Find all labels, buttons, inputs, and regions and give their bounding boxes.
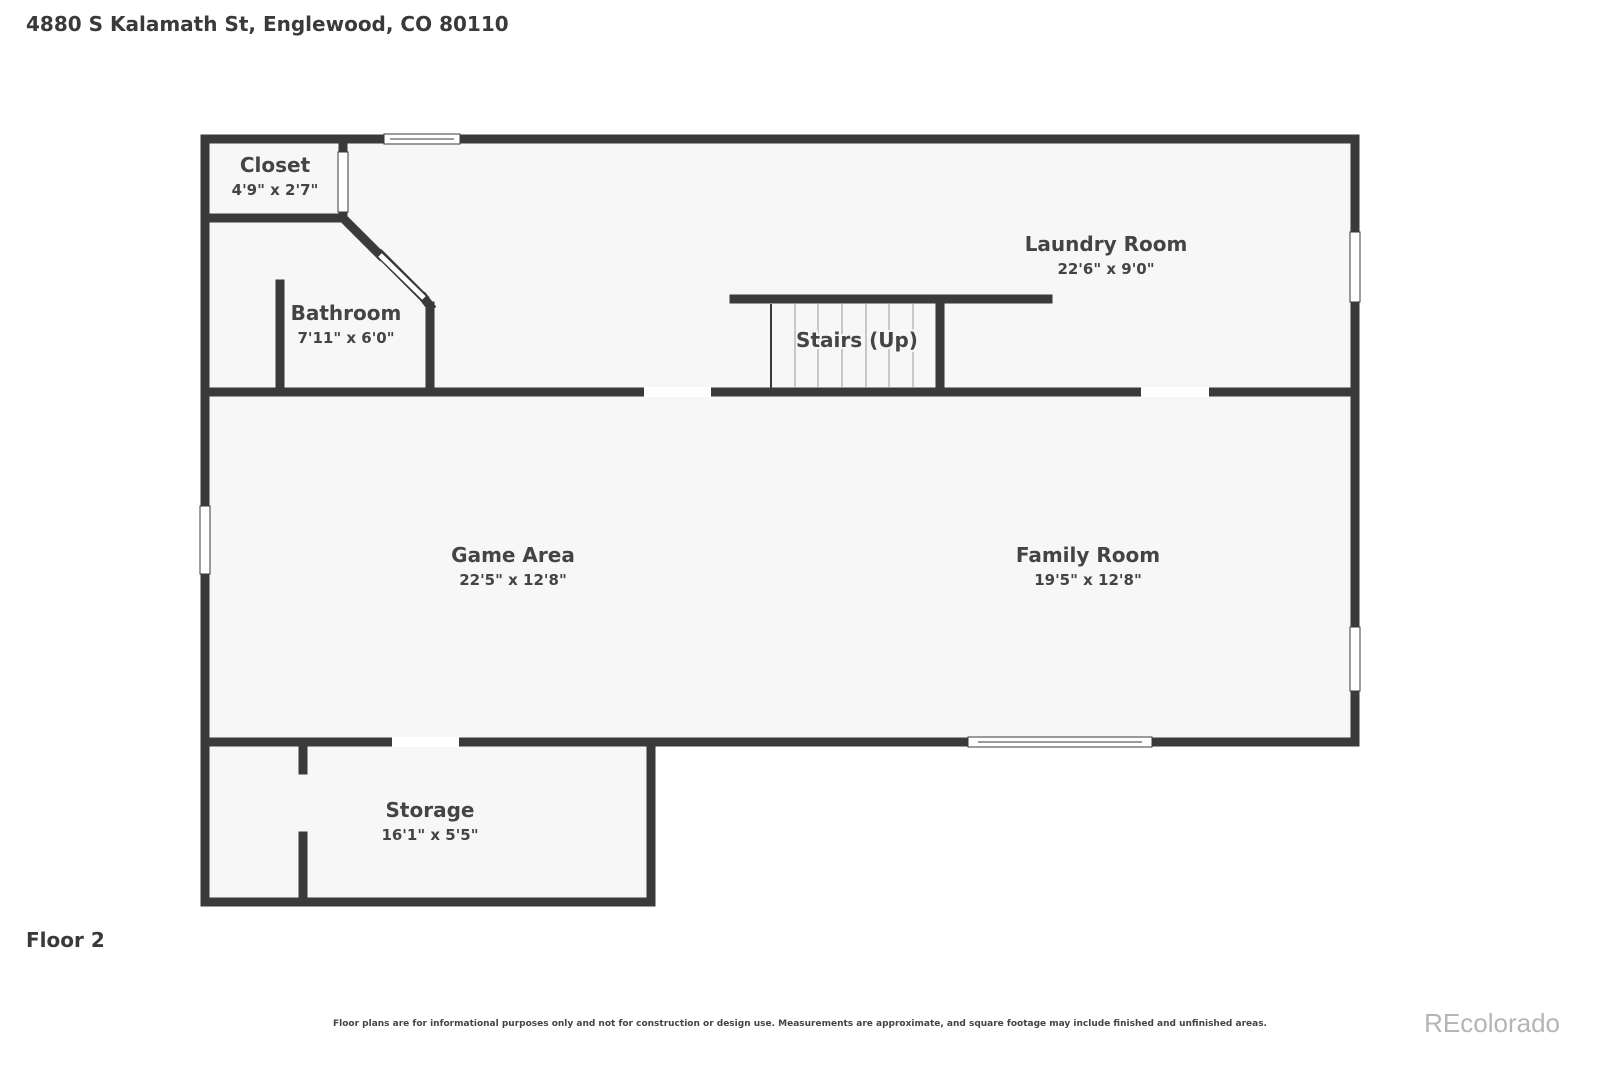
doorway-game-area [644,387,711,397]
room-name: Laundry Room [1025,232,1188,256]
room-stairs: Stairs (Up) [794,326,920,354]
room-name: Storage [386,798,475,822]
doorway-storage [392,737,459,747]
room-closet: Closet 4'9" x 2'7" [232,153,319,199]
openings [199,133,1361,748]
watermark-logo: REcolorado [1424,1008,1560,1038]
room-dims: 4'9" x 2'7" [232,181,319,199]
room-dims: 16'1" x 5'5" [381,826,478,844]
doorway-family-room [1141,387,1209,397]
room-family: Family Room 19'5" x 12'8" [1016,543,1160,589]
room-name: Bathroom [291,301,402,325]
room-dims: 22'5" x 12'8" [459,571,567,589]
disclaimer: Floor plans are for informational purpos… [333,1019,1267,1029]
floor-label: Floor 2 [26,928,105,952]
window-right-lower [1349,626,1361,692]
room-name: Family Room [1016,543,1160,567]
floor-fill [205,139,1355,902]
room-laundry: Laundry Room 22'6" x 9'0" [1025,232,1188,278]
property-address: 4880 S Kalamath St, Englewood, CO 80110 [26,12,509,36]
room-name: Stairs (Up) [796,328,918,352]
room-storage: Storage 16'1" x 5'5" [381,798,478,844]
window-left [199,505,211,575]
room-name: Closet [240,153,311,177]
room-dims: 7'11" x 6'0" [297,329,394,347]
closet-door [337,151,349,213]
room-game-area: Game Area 22'5" x 12'8" [451,543,575,589]
stair-treads [770,304,914,388]
room-name: Game Area [451,543,575,567]
window-right-upper [1349,231,1361,303]
room-dims: 19'5" x 12'8" [1034,571,1142,589]
room-dims: 22'6" x 9'0" [1057,260,1154,278]
doorways [392,387,1209,747]
bathroom-door [374,248,430,304]
room-bathroom: Bathroom 7'11" x 6'0" [291,301,402,347]
